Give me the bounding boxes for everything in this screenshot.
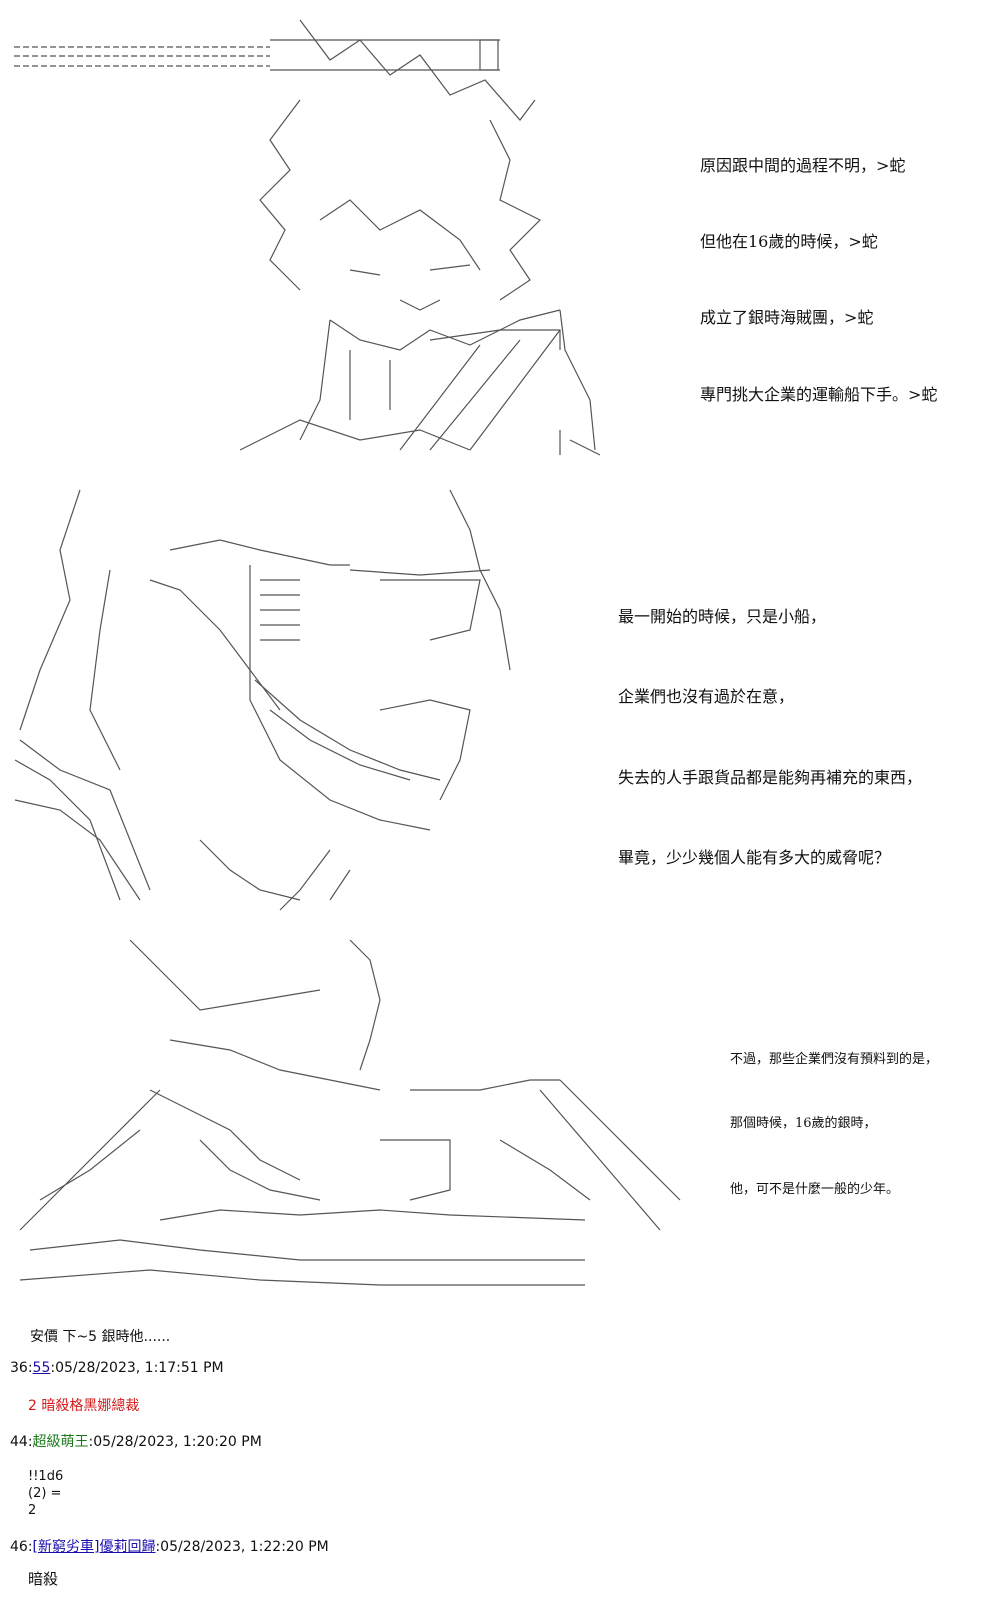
narration-line: 畢竟，少少幾個人能有多大的威脅呢？ xyxy=(618,848,891,867)
post-body: 2 暗殺格黑娜總裁 xyxy=(28,1398,140,1414)
dice-roll-body: !!1d6 (2) = 2 xyxy=(28,1468,63,1519)
manga-panel-2: 最一開始的時候，只是小船， 企業們也沒有過於在意， 失去的人手跟貨品都是能夠再補… xyxy=(0,470,1000,940)
narration-line: 但他在16歲的時候，>蛇 xyxy=(700,232,878,251)
narration-line: 企業們也沒有過於在意， xyxy=(618,687,795,706)
dice-line: !!1d6 xyxy=(28,1469,64,1484)
narration-line: 那個時候，16歲的銀時， xyxy=(730,1116,877,1131)
narration-line: 原因跟中間的過程不明，>蛇 xyxy=(700,156,906,175)
narration-line: 最一開始的時候，只是小船， xyxy=(618,607,827,626)
post-number: 46: xyxy=(10,1539,33,1555)
post-number: 36: xyxy=(10,1360,33,1376)
narration-line: 專門挑大企業的運輸船下手。>蛇 xyxy=(700,385,938,404)
vote-prompt-caption: 安價 下~5 銀時他...... xyxy=(30,1329,171,1345)
narration-line: 失去的人手跟貨品都是能夠再補充的東西， xyxy=(618,768,923,787)
post-number: 44: xyxy=(10,1434,33,1450)
poster-name-link[interactable]: 55 xyxy=(32,1360,51,1376)
post-header: 44:超級萌王:05/28/2023, 1:20:20 PM xyxy=(10,1431,262,1451)
character-with-sword-illustration xyxy=(14,19,601,456)
manga-panel-1: 原因跟中間的過程不明，>蛇 但他在16歲的時候，>蛇 成立了銀時海賊團，>蛇 專… xyxy=(0,0,1000,470)
poster-name-link[interactable]: [新窮劣車]優莉回歸 xyxy=(32,1539,156,1555)
post-body: 暗殺 xyxy=(28,1570,59,1588)
dice-line: 2 xyxy=(28,1503,37,1518)
poster-name: 超級萌王 xyxy=(32,1434,89,1450)
fight-scene-illustration xyxy=(19,940,681,1286)
post-timestamp: :05/28/2023, 1:20:20 PM xyxy=(88,1434,262,1450)
narration-line: 不過，那些企業們沒有預料到的是， xyxy=(730,1052,939,1067)
post-timestamp: :05/28/2023, 1:17:51 PM xyxy=(50,1360,224,1376)
narration-line: 成立了銀時海賊團，>蛇 xyxy=(700,308,874,327)
post-header: 36:55:05/28/2023, 1:17:51 PM xyxy=(10,1360,224,1376)
dice-line: (2) = xyxy=(28,1486,62,1501)
manga-panel-3: 不過，那些企業們沒有預料到的是， 那個時候，16歲的銀時， 他，可不是什麼一般的… xyxy=(0,940,1000,1330)
post-header: 46:[新窮劣車]優莉回歸:05/28/2023, 1:22:20 PM xyxy=(10,1536,329,1556)
post-timestamp: :05/28/2023, 1:22:20 PM xyxy=(155,1539,329,1555)
boat-attack-illustration xyxy=(14,489,511,911)
narration-line: 他，可不是什麼一般的少年。 xyxy=(730,1182,900,1197)
